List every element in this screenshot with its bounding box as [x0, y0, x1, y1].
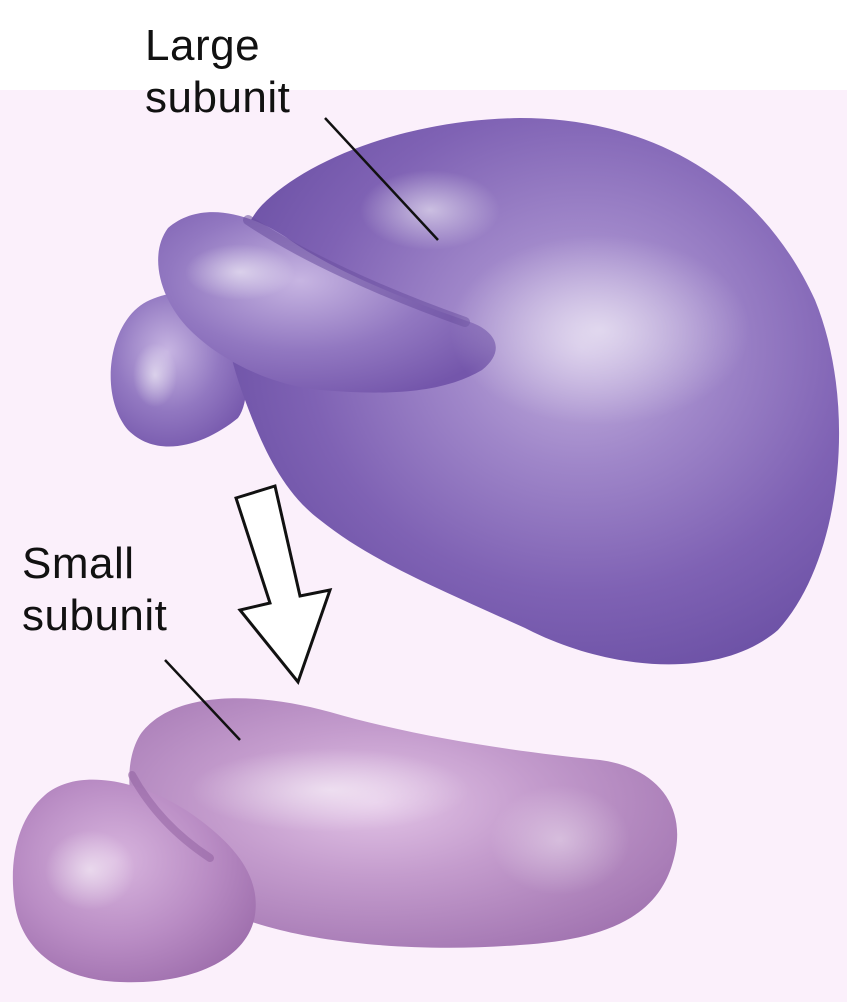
large-subunit-label: Large subunit: [145, 20, 290, 124]
small-subunit-label-line1: Small: [22, 538, 167, 590]
large-subunit-highlight-lobe: [185, 244, 295, 300]
large-subunit-highlight-top: [360, 170, 500, 250]
large-subunit-highlight-main: [450, 235, 750, 425]
large-subunit-label-line2: subunit: [145, 72, 290, 124]
large-subunit-label-line1: Large: [145, 20, 290, 72]
large-subunit-highlight-nub: [133, 343, 177, 407]
small-subunit-highlight-body: [190, 748, 470, 832]
small-subunit-label-line2: subunit: [22, 590, 167, 642]
small-subunit-highlight-front: [45, 830, 135, 910]
small-subunit-highlight-right: [490, 785, 630, 895]
small-subunit-label: Small subunit: [22, 538, 167, 642]
